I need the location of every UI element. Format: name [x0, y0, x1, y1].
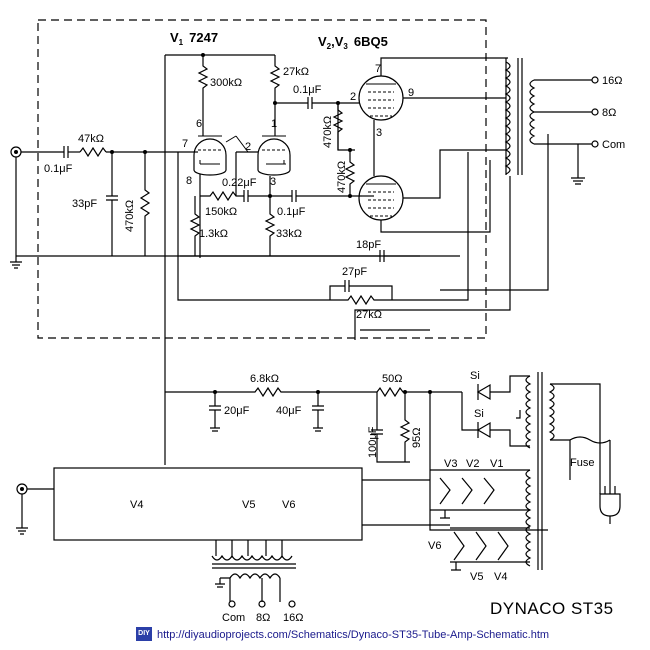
c01-bot-label: 0.1μF	[277, 206, 306, 218]
input-jack-2-icon	[16, 483, 28, 495]
input-jack-icon	[10, 146, 22, 158]
channel-enclosure	[37, 19, 487, 339]
output-transformer-2-icon	[211, 540, 296, 602]
r300k-label: 300kΩ	[210, 77, 242, 89]
b-8-label: 8Ω	[256, 612, 270, 624]
v2-pin9: 9	[408, 87, 414, 99]
diode-bottom-icon	[476, 421, 491, 439]
r150k-label: 150kΩ	[205, 206, 237, 218]
fuse-label: Fuse	[570, 457, 594, 469]
c33p-label: 33pF	[72, 198, 97, 210]
diy-logo-icon: DIY	[136, 627, 152, 641]
page-title: DYNACO ST35	[490, 599, 614, 618]
heaters-bottom-icon	[450, 527, 530, 571]
heater-bottom-v6: V6	[428, 540, 441, 552]
r470k-grid-label: 470kΩ	[124, 200, 136, 232]
ground-icon	[10, 256, 22, 269]
v1b-pin1: 1	[271, 118, 277, 130]
v2-pentode-icon	[358, 75, 404, 121]
v2-pin2: 2	[350, 91, 356, 103]
r470k-b-label: 470kΩ	[336, 161, 348, 193]
c20u-label: 20μF	[224, 405, 250, 417]
r6-8k-label: 6.8kΩ	[250, 373, 279, 385]
diode-bottom-label: Si	[474, 408, 484, 420]
heater-top-v1: V1	[490, 458, 503, 470]
out-8-label: 8Ω	[602, 107, 616, 119]
v5-label: V5	[242, 499, 255, 511]
diode-top-icon	[476, 383, 491, 401]
v1a-pin7: 7	[182, 138, 188, 150]
r95-label: 95Ω	[411, 428, 423, 448]
r1-3k-label: 1.3kΩ	[199, 228, 228, 240]
diode-top-label: Si	[470, 370, 480, 382]
c18p-label: 18pF	[356, 239, 381, 251]
plug-icon	[599, 486, 621, 524]
r50-label: 50Ω	[382, 373, 402, 385]
input-capacitor	[63, 146, 69, 158]
fuse-icon	[569, 436, 611, 444]
v6-label: V6	[282, 499, 295, 511]
v4-label: V4	[130, 499, 143, 511]
heater-bottom-v5: V5	[470, 571, 483, 583]
out-16-label: 16Ω	[602, 75, 622, 87]
out-com-label: Com	[602, 139, 625, 151]
r27k-plate-label: 27kΩ	[283, 66, 309, 78]
v3-pentode-icon	[358, 175, 404, 221]
v1a-pin8: 8	[186, 175, 192, 187]
c100u-label: 100μF	[367, 426, 379, 458]
v1b-pin2: 2	[245, 141, 251, 153]
c40u-label: 40μF	[276, 405, 302, 417]
c27p-label: 27pF	[342, 266, 367, 278]
heater-top-v3: V3	[444, 458, 457, 470]
input-resistor	[79, 146, 107, 158]
power-transformer-icon	[525, 372, 555, 570]
b-16-label: 16Ω	[283, 612, 303, 624]
v1a-triode-icon	[193, 135, 227, 176]
v2-pin7: 7	[375, 63, 381, 75]
c01-top-label: 0.1μF	[293, 84, 322, 96]
v1b-pin3: 3	[270, 176, 276, 188]
channel-2-block	[53, 467, 363, 541]
v2-pin3: 3	[376, 127, 382, 139]
v1b-triode-icon	[257, 135, 291, 176]
output-transformer-icon	[504, 58, 536, 175]
input-resistor-label: 47kΩ	[78, 133, 104, 145]
heater-top-v2: V2	[466, 458, 479, 470]
r33k-label: 33kΩ	[276, 228, 302, 240]
input-capacitor-label: 0.1μF	[44, 163, 73, 175]
b-com-label: Com	[222, 612, 245, 624]
heaters-top-icon	[430, 469, 530, 519]
c022-label: 0.22μF	[222, 177, 257, 189]
r27k-fb-label: 27kΩ	[356, 309, 382, 321]
v1a-pin6: 6	[196, 118, 202, 130]
r470k-a-label: 470kΩ	[322, 116, 334, 148]
source-url: http://diyaudioprojects.com/Schematics/D…	[157, 629, 549, 641]
heater-bottom-v4: V4	[494, 571, 507, 583]
